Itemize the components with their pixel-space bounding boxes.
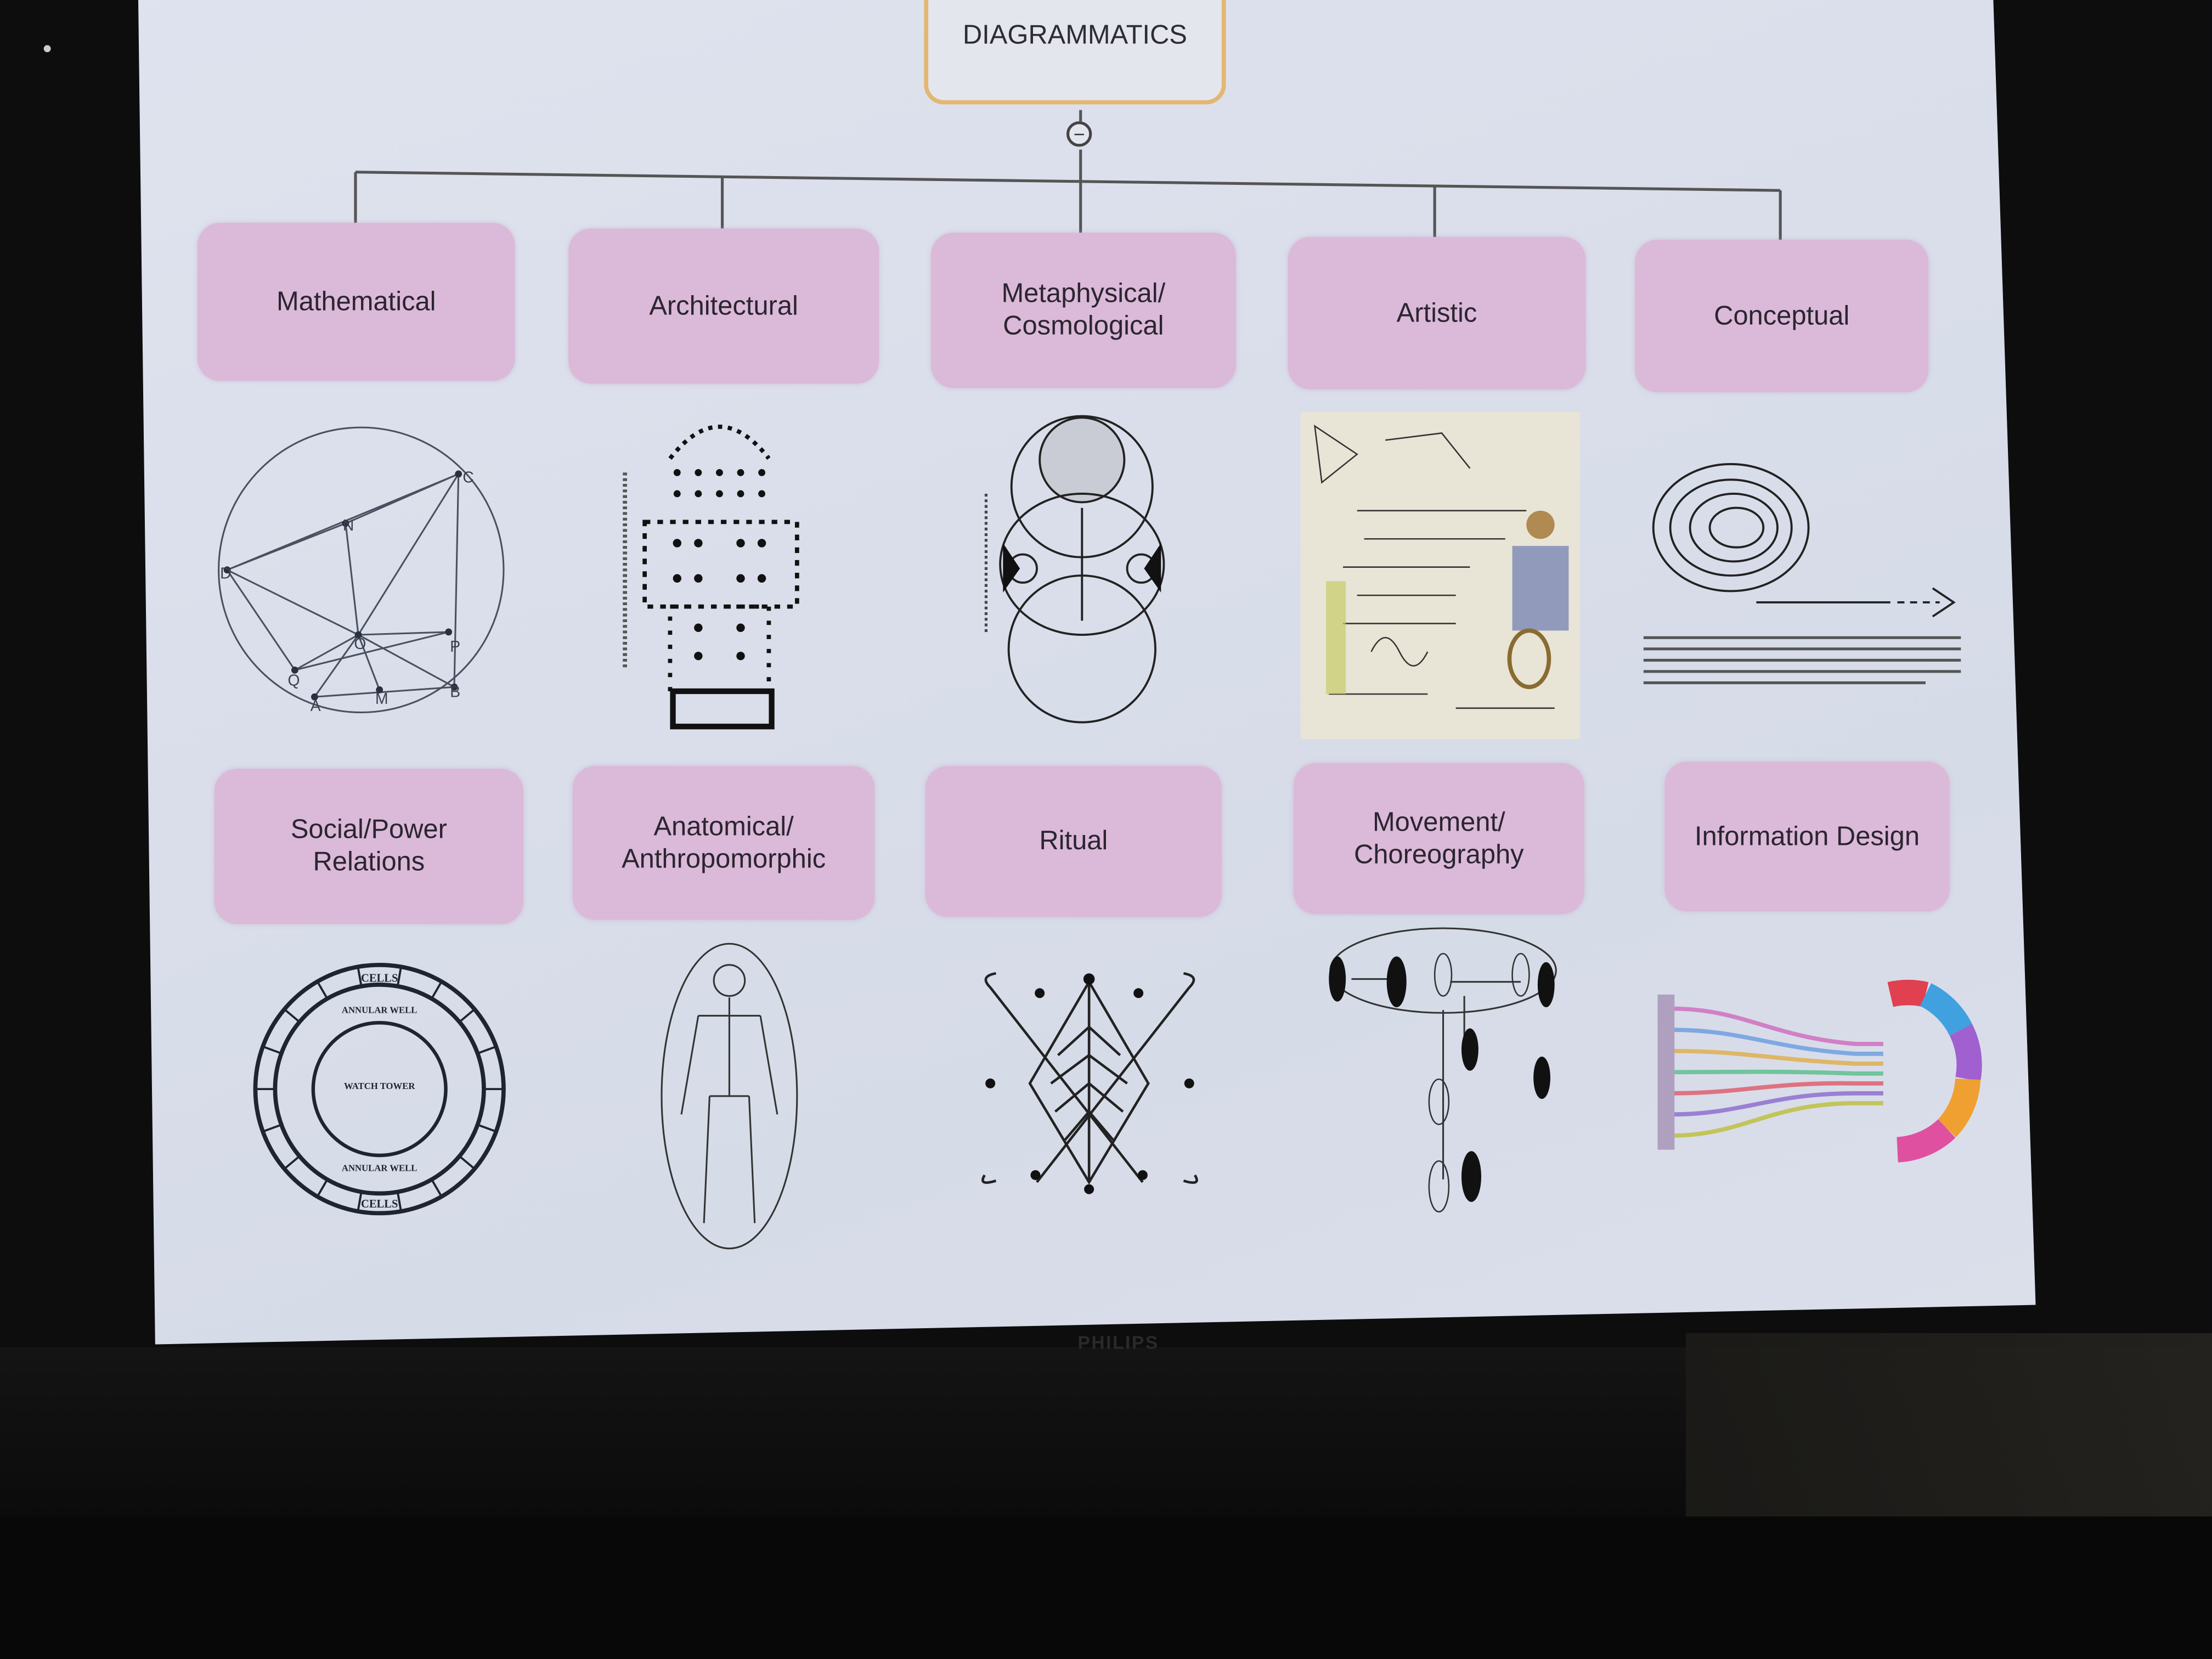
artistic-sketch-collage-image — [1300, 411, 1580, 740]
point-label-m: M — [375, 690, 388, 707]
point-label-b: B — [450, 682, 460, 700]
anatomical-figure-image — [661, 943, 798, 1250]
node-anatomical-anthropomorphic[interactable]: Anatomical/ Anthropomorphic — [572, 766, 875, 920]
cell-divider — [357, 1192, 363, 1212]
monitor-brand-logo: PHILIPS — [1077, 1331, 1159, 1353]
cell-divider — [477, 1045, 497, 1054]
cathedral-floor-plan-image — [623, 425, 799, 730]
node-conceptual[interactable]: Conceptual — [1635, 240, 1929, 392]
collapse-toggle-button[interactable]: − — [1066, 121, 1092, 147]
root-node-diagrammatics[interactable]: DIAGRAMMATICS — [924, 0, 1226, 105]
cell-divider — [396, 1192, 402, 1212]
geometry-circle-image: C N D O P Q B M A — [218, 426, 505, 714]
point-label-q: Q — [288, 672, 300, 689]
point-label-n: N — [343, 516, 354, 534]
cell-divider — [431, 1178, 443, 1198]
cell-divider — [396, 966, 402, 987]
cell-divider — [357, 966, 363, 987]
label-annular-well-bottom: ANNULAR WELL — [342, 1163, 417, 1173]
cell-divider — [262, 1045, 282, 1054]
cell-divider — [459, 1008, 476, 1023]
cell-divider — [459, 1155, 476, 1170]
cell-divider — [316, 981, 329, 1000]
conceptual-spiral-image — [1643, 463, 1961, 685]
point-label-d: D — [220, 564, 231, 582]
cosmological-circles-image — [984, 415, 1165, 724]
label-cells-top: CELLS — [361, 973, 398, 985]
cell-divider — [316, 1178, 329, 1198]
node-metaphysical-cosmological[interactable]: Metaphysical/ Cosmological — [931, 233, 1236, 388]
node-information-design[interactable]: Information Design — [1664, 761, 1950, 912]
cell-divider — [262, 1124, 282, 1133]
label-cells-bottom: CELLS — [361, 1198, 398, 1210]
point-label-a: A — [311, 697, 321, 714]
point-label-c: C — [462, 468, 473, 486]
cell-divider — [284, 1155, 301, 1170]
cell-divider — [284, 1008, 301, 1023]
node-ritual[interactable]: Ritual — [925, 766, 1222, 917]
cell-divider — [477, 1124, 497, 1133]
dance-footsteps-diagram-image — [1329, 927, 1557, 1213]
information-design-flow-chart-image — [1657, 980, 1982, 1163]
node-architectural[interactable]: Architectural — [568, 228, 879, 384]
cell-divider — [431, 981, 443, 1000]
node-social-power-relations[interactable]: Social/Power Relations — [214, 769, 523, 924]
point-label-o: O — [354, 635, 366, 652]
point-label-p: P — [450, 637, 460, 655]
node-movement-choreography[interactable]: Movement/ Choreography — [1293, 763, 1584, 915]
ritual-veve-symbol-image — [981, 972, 1198, 1194]
panopticon-plan-image: CELLS ANNULAR WELL WATCH TOWER ANNULAR W… — [253, 962, 506, 1216]
desk-surface — [0, 1516, 2212, 1659]
label-watch-tower: WATCH TOWER — [344, 1081, 415, 1091]
node-mathematical[interactable]: Mathematical — [197, 223, 515, 381]
label-annular-well-top: ANNULAR WELL — [342, 1005, 417, 1015]
node-artistic[interactable]: Artistic — [1288, 236, 1586, 390]
indicator-light — [43, 45, 51, 53]
